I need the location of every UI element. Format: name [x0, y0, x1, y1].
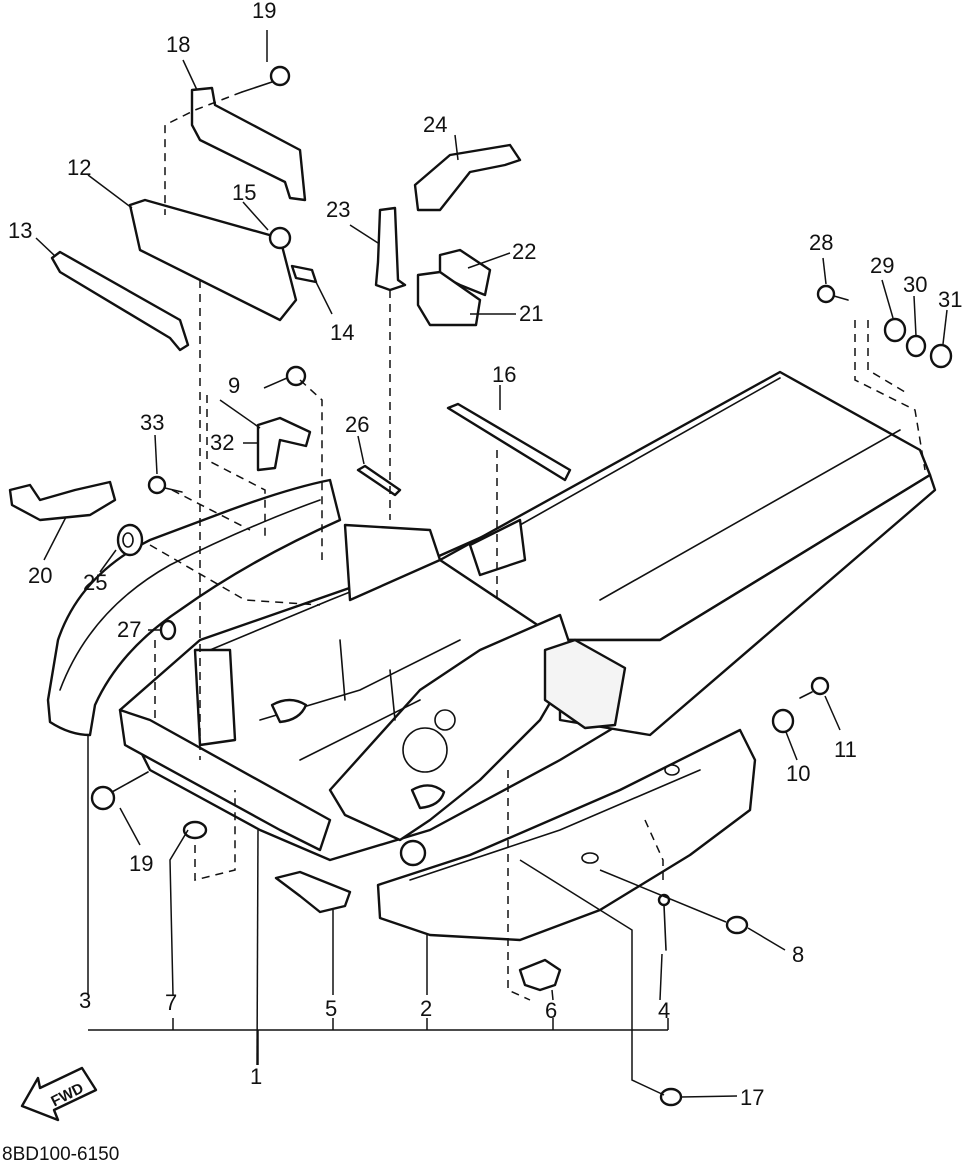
- callout-14: 14: [330, 320, 354, 345]
- clip-32: [256, 416, 312, 472]
- bracket-23: [374, 206, 407, 292]
- bracket-plate-18: [190, 86, 307, 202]
- right-side-cover: [376, 728, 757, 942]
- bracket-5: [274, 870, 352, 914]
- callout-10: 10: [786, 761, 810, 786]
- assembly-lines: [149, 91, 926, 1001]
- callout-20: 20: [28, 563, 52, 588]
- bolt-11: [799, 676, 830, 699]
- washer-30: [905, 334, 927, 358]
- washer-29: [883, 317, 907, 343]
- nut-31: [929, 343, 953, 369]
- callout-12: 12: [67, 155, 91, 180]
- callout-24: 24: [423, 112, 447, 137]
- callout-11: 11: [834, 737, 857, 762]
- strip-26: [356, 464, 402, 497]
- callout-29: 29: [870, 253, 894, 278]
- callout-9: 9: [228, 373, 240, 398]
- callout-5: 5: [325, 996, 337, 1021]
- bolt-33: [147, 475, 183, 495]
- callout-2: 2: [420, 996, 432, 1021]
- callout-19-bottom: 19: [129, 851, 153, 876]
- clamp-6: [518, 958, 562, 992]
- grommet-10: [771, 708, 795, 734]
- trim-20: [8, 480, 117, 522]
- callout-26: 26: [345, 412, 369, 437]
- grommet-25: [116, 523, 144, 557]
- bolt-28: [816, 284, 849, 304]
- callout-30: 30: [903, 272, 927, 297]
- tag-14: [290, 264, 318, 284]
- callout-19-top: 19: [252, 0, 276, 23]
- callout-27: 27: [117, 617, 141, 642]
- plate-12: [128, 198, 298, 322]
- plug-7: [182, 820, 208, 840]
- callout-22: 22: [512, 239, 536, 264]
- callout-7: 7: [165, 990, 177, 1015]
- strip-16: [446, 402, 572, 482]
- callout-6: 6: [545, 998, 557, 1023]
- bar-24: [413, 143, 522, 212]
- grab-bar-13: [50, 250, 190, 352]
- washer-27: [159, 619, 177, 641]
- callout-25: 25: [83, 570, 107, 595]
- callout-28: 28: [809, 230, 833, 255]
- pin-4: [657, 893, 671, 951]
- cap-17: [659, 1087, 683, 1107]
- callout-labels: 19 18 24 12 15 23 13 28 22 29 30 31 21 1…: [8, 0, 962, 1110]
- callout-33: 33: [140, 410, 164, 435]
- callout-13: 13: [8, 218, 32, 243]
- callout-3: 3: [79, 988, 91, 1013]
- callout-23: 23: [326, 197, 350, 222]
- callout-17: 17: [740, 1085, 764, 1110]
- callout-15: 15: [232, 180, 256, 205]
- bolt-19-top: [241, 65, 291, 93]
- callout-4: 4: [658, 998, 670, 1023]
- callout-18: 18: [166, 32, 190, 57]
- callout-16: 16: [492, 362, 516, 387]
- main-frame: [46, 370, 937, 867]
- block-21: [416, 270, 482, 327]
- nut-15: [268, 226, 292, 250]
- leader-lines: [35, 30, 948, 1098]
- callout-8: 8: [792, 942, 804, 967]
- diagram-code: 8BD100-6150: [2, 1144, 119, 1162]
- callout-32: 32: [210, 430, 234, 455]
- callout-31: 31: [938, 287, 962, 312]
- cap-8: [725, 915, 749, 935]
- callout-1: 1: [250, 1064, 262, 1089]
- forward-direction-arrow: FWD: [20, 1066, 98, 1122]
- callout-21: 21: [519, 301, 543, 326]
- bolt-19-bottom: [90, 771, 149, 811]
